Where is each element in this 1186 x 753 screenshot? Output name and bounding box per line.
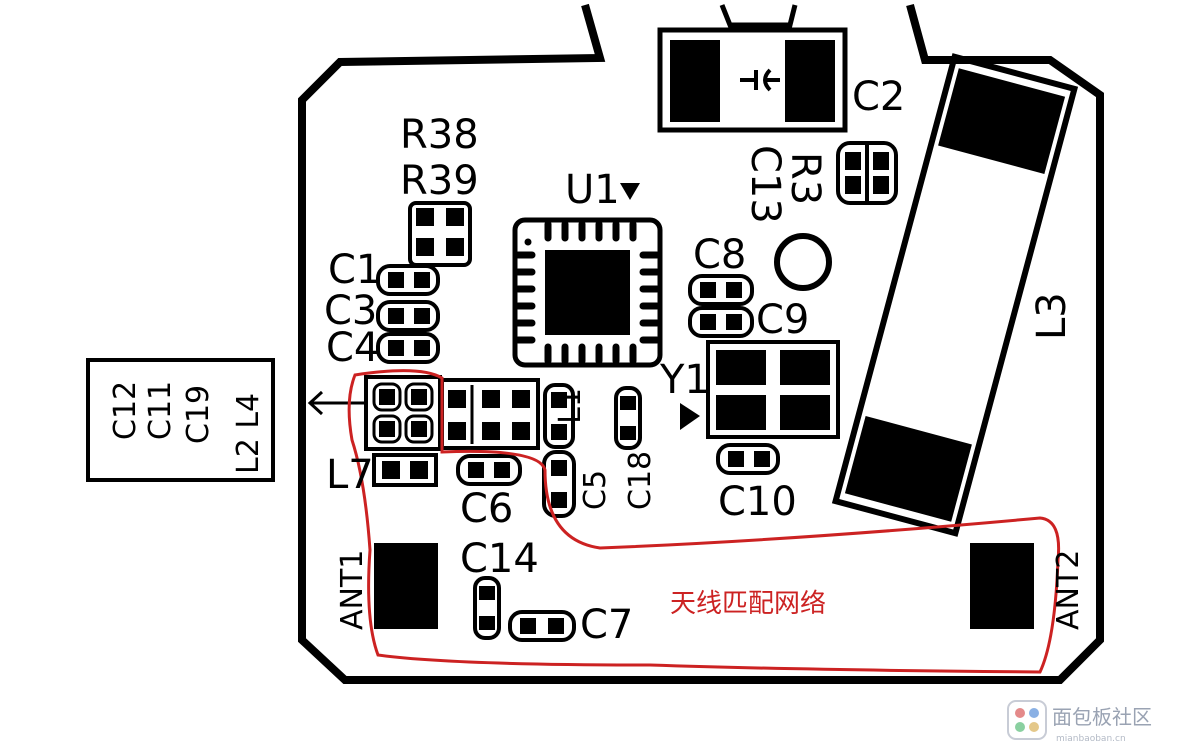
label-c3: C3 [324,288,377,334]
c8-c9-footprints [688,274,754,338]
c18-footprint [614,386,642,450]
c5-footprint [542,450,576,518]
label-c1: C1 [328,247,381,293]
u1-footprint [512,183,663,368]
label-c7: C7 [580,602,633,648]
legend-line-1: C12 [108,381,143,440]
label-r39: R39 [400,158,479,204]
label-c2: C2 [852,74,905,120]
label-ant1: ANT1 [335,550,370,630]
matching-network-label: 天线匹配网络 [670,589,826,619]
legend-line-2: C11 [143,381,178,440]
y1-footprint [680,340,840,439]
l3-footprint [831,53,1079,537]
matching-network-highlight [347,369,1061,674]
label-c9: C9 [756,297,809,343]
label-l3: L3 [1029,292,1075,340]
label-l1: L1 [553,388,588,424]
c6-footprint [456,454,522,486]
matching-cluster-left [364,375,442,451]
label-c4: C4 [326,325,379,371]
ant2-pad [970,543,1034,629]
label-c10: C10 [718,479,797,525]
legend-line-3: C19 [181,385,216,444]
c1-c3-c4-footprints [376,264,440,364]
label-c6: C6 [460,486,513,532]
label-c8: C8 [693,232,746,278]
l1-footprint [543,383,575,449]
label-c14: C14 [460,536,539,582]
watermark-logo-icon [1007,700,1047,740]
legend-line-4: L2 L4 [231,393,266,474]
watermark: 面包板社区 mianbaoban.cn [1007,700,1152,744]
top-connector-tab [719,4,798,28]
matching-cluster-right [440,378,540,450]
label-c13: C13 [742,145,788,224]
label-r3: R3 [782,152,828,205]
label-c18: C18 [623,451,658,510]
label-ant2: ANT2 [1051,550,1086,630]
label-y1: Y1 [659,357,710,403]
l7-footprint [372,453,438,487]
label-l7: L7 [326,452,374,498]
r3-c13-footprints [836,141,898,205]
r38-r39-footprints [408,201,472,267]
watermark-text: 面包板社区 [1052,705,1152,729]
c10-footprint [716,443,780,475]
label-u1: U1 [565,167,620,213]
c2-footprint [657,27,848,133]
legend-arrowhead [307,390,324,416]
ant1-pad [374,543,438,629]
c7-footprint [508,610,576,642]
board-outline [298,3,1104,684]
legend-box [86,358,275,482]
label-c5: C5 [578,470,613,510]
mounting-hole [774,233,832,291]
label-r38: R38 [400,112,479,158]
c14-footprint [473,576,501,640]
watermark-sub: mianbaoban.cn [1056,734,1126,744]
